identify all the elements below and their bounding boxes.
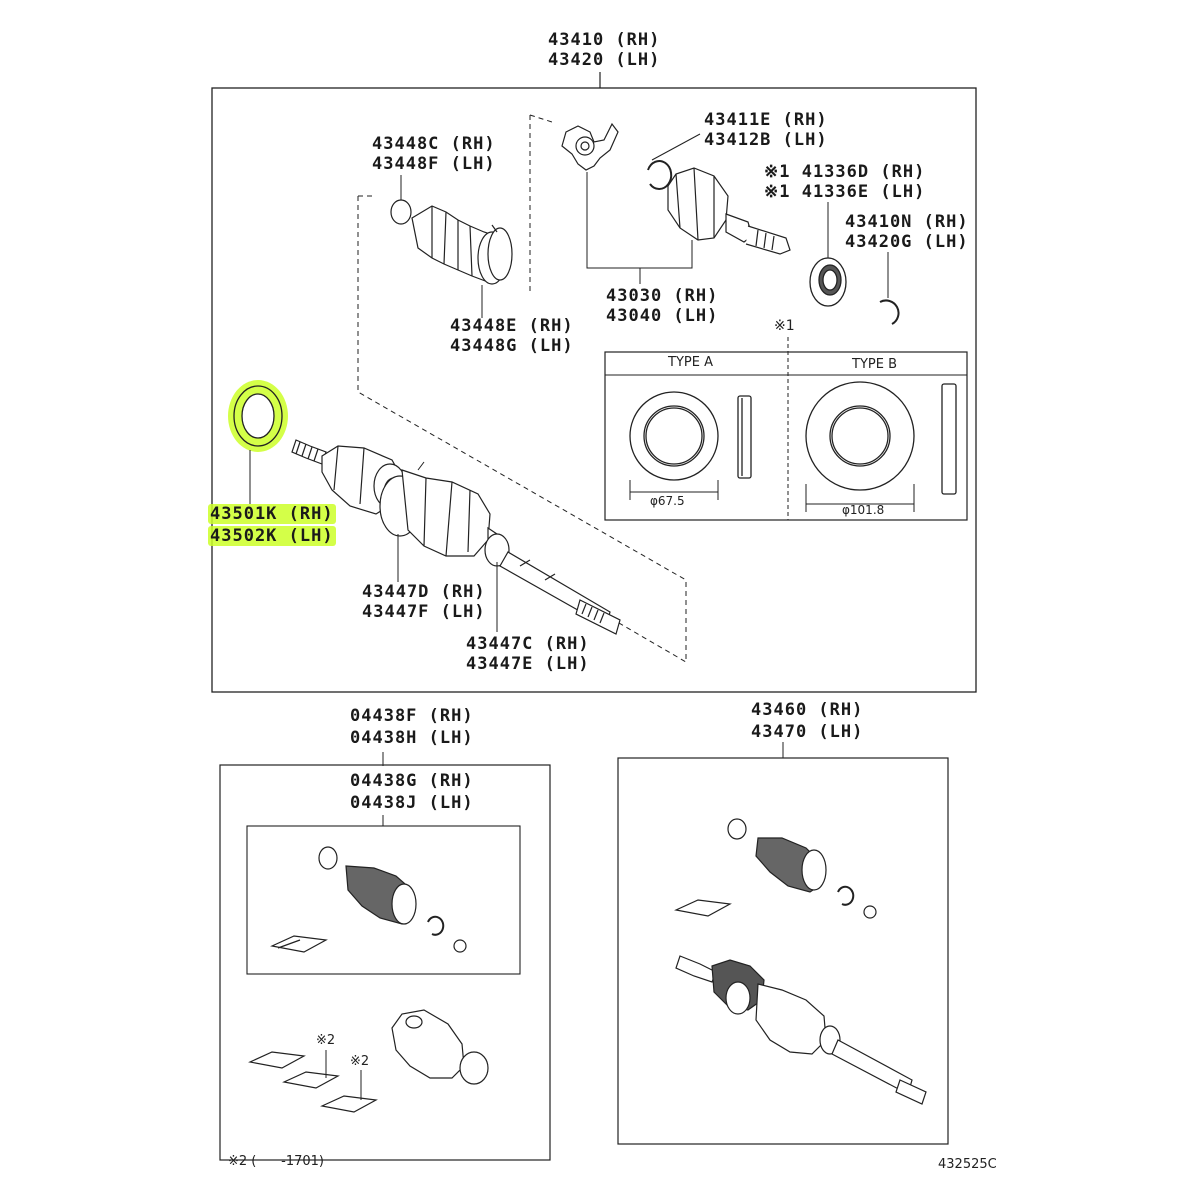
inner-boot-drawing (390, 199, 513, 285)
shaft-tick (417, 461, 425, 471)
assembly-kit-drawing (674, 818, 877, 919)
dust-seal-label-rh: 43410N (RH) (845, 212, 969, 232)
sensor-rotor-label-rh: ※1 41336D (RH) (764, 162, 926, 182)
inner-kit-label-lh: 04438J (LH) (350, 793, 474, 813)
inner-boot-label-rh: 43448E (RH) (450, 316, 574, 336)
outer-kit-label-rh: 04438F (RH) (350, 706, 474, 726)
footer-code: 432525C (938, 1157, 997, 1172)
drive-shaft-drawing (291, 439, 621, 635)
hub-seal-rh-text: 43501K (RH) (208, 504, 336, 524)
main-header-rh: 43410 (RH) (548, 30, 661, 50)
snap-ring-drawing (647, 160, 673, 191)
snap-ring-leader (651, 133, 701, 161)
assembly-label-lh: 43470 (LH) (751, 722, 864, 742)
outer-clamp-label-rh: 43447C (RH) (466, 634, 590, 654)
type-a-dimension (629, 480, 719, 500)
tripod-label-lh: 43040 (LH) (606, 306, 719, 326)
assembly-shaft-drawing (675, 955, 927, 1105)
footer-note: ※2 ( -1701) (228, 1154, 325, 1169)
outer-boot-label-rh: 43447D (RH) (362, 582, 486, 602)
dust-ring-drawing (879, 299, 900, 325)
outer-boot-label-lh: 43447F (LH) (362, 602, 486, 622)
note-mark-2a: ※2 (316, 1033, 336, 1048)
tripod-drawing (561, 122, 619, 171)
assembly-label-rh: 43460 (RH) (751, 700, 864, 720)
sensor-rotor-label-lh: ※1 41336E (LH) (764, 182, 926, 202)
inner-clamp-label-rh: 43448C (RH) (372, 134, 496, 154)
note-mark-1: ※1 (774, 318, 795, 334)
snap-ring-label-lh: 43412B (LH) (704, 130, 828, 150)
type-a-label: TYPE A (668, 355, 713, 370)
hub-seal-drawing (228, 380, 288, 452)
type-a-dimension-label: φ67.5 (650, 494, 685, 508)
assembly-dashed-outline (357, 196, 687, 663)
type-b-dimension-label: φ101.8 (842, 503, 885, 517)
sensor-rotor-drawing (809, 257, 847, 307)
hub-seal-lh-text: 43502K (LH) (208, 526, 336, 546)
note-mark-2b: ※2 (350, 1054, 370, 1069)
inner-kit-frame (246, 825, 521, 975)
inner-kit-drawing (270, 846, 467, 953)
outer-kit-drawing (248, 1009, 489, 1113)
outer-clamp-label-lh: 43447E (LH) (466, 654, 590, 674)
type-box (604, 351, 968, 521)
inner-boot-label-lh: 43448G (LH) (450, 336, 574, 356)
boot-kit-frame (219, 764, 551, 1161)
type-a-ring-drawing (629, 391, 752, 481)
tripod-label-rh: 43030 (RH) (606, 286, 719, 306)
hub-seal-label-rh: 43501K (RH) (208, 504, 336, 524)
inner-kit-label-rh: 04438G (RH) (350, 771, 474, 791)
type-b-ring-drawing (805, 381, 957, 495)
inner-housing-drawing (667, 167, 791, 255)
main-frame (211, 87, 977, 693)
hub-seal-label-lh: 43502K (LH) (208, 526, 336, 546)
main-header-lh: 43420 (LH) (548, 50, 661, 70)
type-b-label: TYPE B (852, 357, 897, 372)
tripod-dashed-outline (529, 114, 553, 123)
snap-ring-label-rh: 43411E (RH) (704, 110, 828, 130)
inner-clamp-label-lh: 43448F (LH) (372, 154, 496, 174)
outer-kit-label-lh: 04438H (LH) (350, 728, 474, 748)
dust-seal-label-lh: 43420G (LH) (845, 232, 969, 252)
assembly-frame (617, 757, 949, 1145)
type-b-dimension (805, 484, 915, 512)
